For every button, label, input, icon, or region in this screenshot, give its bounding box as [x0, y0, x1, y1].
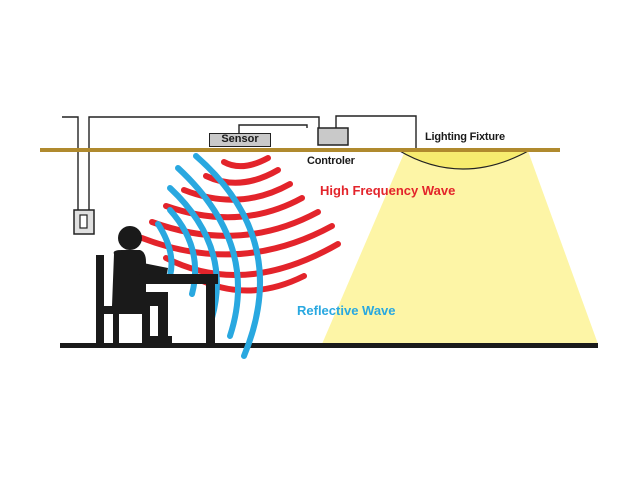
reflective-wave-label: Reflective Wave — [297, 303, 396, 318]
person-at-desk-icon — [96, 226, 218, 345]
sensor-box: Sensor — [209, 133, 271, 147]
wiring — [62, 115, 417, 210]
reflective-waves — [155, 153, 263, 359]
high-frequency-wave-label: High Frequency Wave — [320, 183, 456, 198]
controller-box — [317, 127, 349, 146]
controller-label: Controler — [307, 155, 355, 167]
wall-switch-icon — [73, 209, 95, 235]
lighting-fixture-label: Lighting Fixture — [425, 131, 505, 143]
sensor-label: Sensor — [221, 133, 259, 145]
floor — [60, 343, 598, 348]
ceiling — [40, 148, 560, 152]
lighting-fixture — [395, 149, 533, 170]
light-beam — [322, 151, 598, 344]
